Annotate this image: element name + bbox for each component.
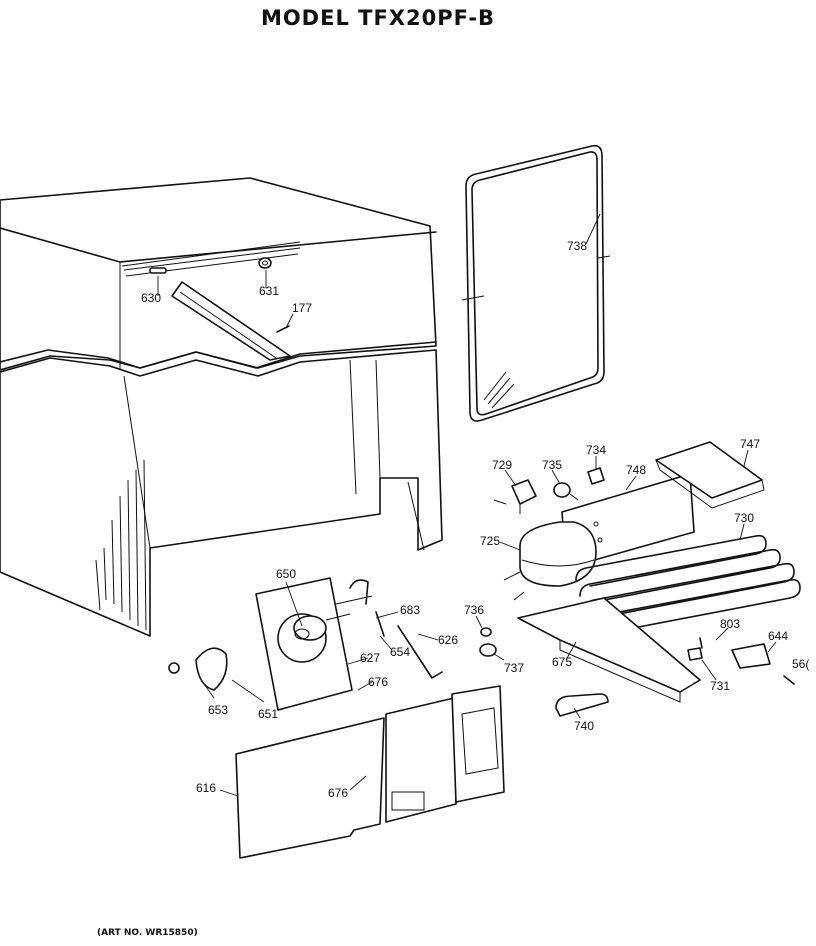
drain-pan [655,441,765,509]
label-675: 675 [552,655,572,669]
label-729: 729 [492,458,512,472]
label-651: 651 [258,707,278,721]
label-177: 177 [292,301,312,315]
part-labels: 630 631 177 738 729 735 734 748 747 725 … [141,239,809,800]
label-653: 653 [208,703,228,717]
bracket-644 [731,643,771,669]
label-737: 737 [504,661,524,675]
refrigerator-cabinet [0,177,443,637]
label-730: 730 [734,511,754,525]
door-gasket [461,144,611,422]
label-803: 803 [720,617,740,631]
label-748: 748 [626,463,646,477]
clip-654 [375,611,385,637]
tubing-clip [555,693,609,717]
access-cover [235,685,505,859]
fan-nut [168,662,180,674]
label-626: 626 [438,633,458,647]
label-735: 735 [542,458,562,472]
fan-blade [195,647,228,691]
label-631: 631 [259,284,279,298]
label-740: 740 [574,719,594,733]
label-676-lower: 676 [328,786,348,800]
bracket-683 [349,579,369,605]
label-650: 650 [276,567,296,581]
part-731 [687,647,703,661]
label-725: 725 [480,534,500,548]
label-630: 630 [141,291,161,305]
label-747: 747 [740,437,760,451]
relay-overload-group [493,467,605,514]
label-56x: 56( [792,657,809,671]
art-number: (ART NO. WR15850) [97,928,198,938]
grommet-736 [480,627,492,637]
label-644: 644 [768,629,788,643]
label-736: 736 [464,603,484,617]
diagram-title: MODEL TFX20PF-B [260,6,496,30]
wire-626 [397,625,443,679]
label-683: 683 [400,603,420,617]
screw-56x [783,675,795,685]
label-627: 627 [360,651,380,665]
grommet-737 [479,643,497,657]
label-676-upper: 676 [368,675,388,689]
label-734: 734 [586,443,606,457]
leader-lines [157,213,777,797]
label-616: 616 [196,781,216,795]
screw-803 [699,637,703,649]
fan-motor-assembly [255,577,373,711]
label-654: 654 [390,645,410,659]
compressor [503,521,597,601]
label-738: 738 [567,239,587,253]
compressor-base [517,597,701,693]
label-731: 731 [710,679,730,693]
